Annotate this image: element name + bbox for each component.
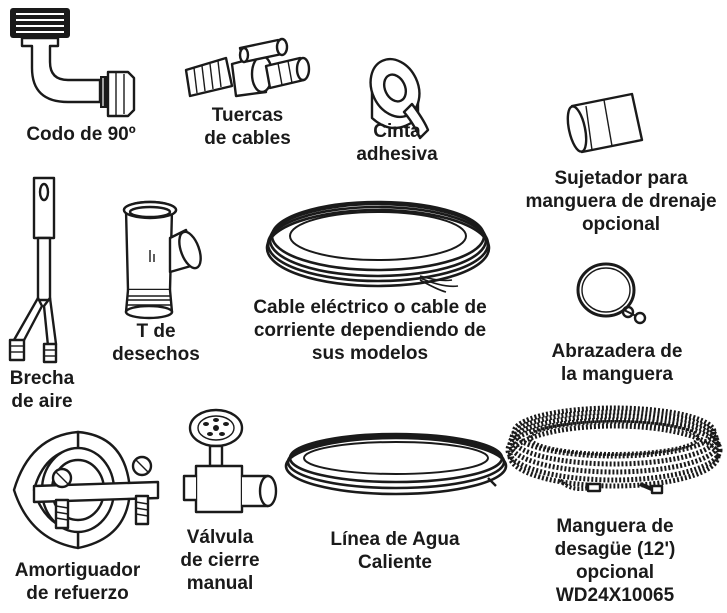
label-line: WD24X10065 (555, 585, 675, 606)
drain-hose-icon (505, 405, 723, 495)
label-line: Amortiguador (14, 560, 141, 581)
waste-tee-icon (122, 200, 202, 320)
label-line: desagüe (12') (554, 539, 676, 560)
label-line: Cinta (373, 121, 421, 142)
label-line: Cable eléctrico o cable de (253, 297, 487, 318)
label-line: sus modelos (311, 343, 429, 364)
label-line: Sujetador para (554, 168, 688, 189)
label-line: Abrazadera de (551, 341, 683, 362)
tape-roll-icon (369, 57, 430, 140)
label-line: Codo de 90º (26, 124, 136, 145)
shutoff-valve-icon (182, 408, 278, 514)
label-line: corriente dependiendo de (253, 320, 487, 341)
label-line: de refuerzo (26, 583, 129, 604)
label-line: adhesiva (356, 144, 438, 165)
label-line: la manguera (561, 364, 673, 385)
elbow-90-fitting-icon (10, 8, 136, 118)
hose-clamp-icon (576, 262, 647, 325)
label-line: Manguera de (556, 516, 674, 537)
label-line: manual (186, 573, 254, 594)
label-line: Válvula (186, 527, 254, 548)
label-line: opcional (581, 214, 661, 235)
label-line: de cables (204, 128, 291, 149)
label-line: de cierre (180, 550, 260, 571)
label-elbow: Codo de 90º (6, 123, 156, 146)
label-line: Línea de Agua (330, 529, 460, 550)
label-line: desechos (112, 344, 200, 365)
label-line: opcional (575, 562, 655, 583)
label-line: Tuercas (211, 105, 284, 126)
label-line: Caliente (358, 552, 432, 573)
wire-nuts-icon (184, 37, 311, 98)
label-line: Brecha (9, 368, 75, 389)
label-line: T de (136, 321, 176, 342)
air-gap-icon (8, 176, 58, 364)
power-cord-icon (265, 200, 491, 293)
strain-relief-icon (12, 430, 160, 550)
label-line: de aire (11, 391, 73, 412)
hot-water-line-icon (284, 432, 508, 496)
label-line: manguera de drenaje (525, 191, 717, 212)
hose-fastener-icon (566, 92, 644, 154)
